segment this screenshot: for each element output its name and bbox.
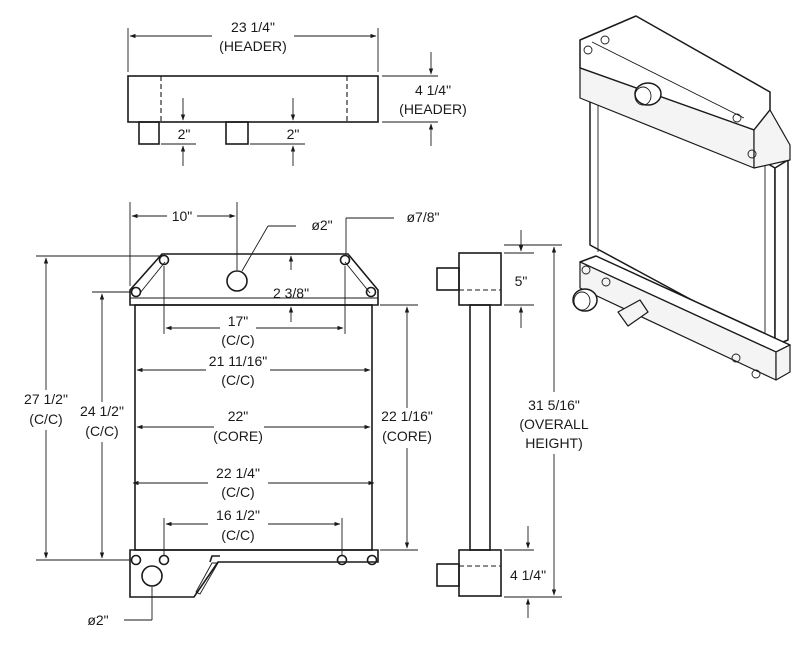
bottom-tank-height: 4 1/4" (510, 567, 546, 583)
iso-bolt (583, 45, 593, 55)
core-height-note: (CORE) (382, 428, 432, 444)
iso-bolt (731, 353, 741, 363)
side-core (469, 304, 491, 551)
bottom-tank-edge (209, 555, 220, 563)
top-slope-height: 2 3/8" (273, 285, 309, 301)
overall-cc-height-note: (C/C) (29, 411, 62, 427)
iso-bolt (600, 35, 610, 45)
bolt-hole (365, 286, 377, 298)
top-tank-height: 5" (515, 273, 528, 289)
iso-bolt (747, 149, 757, 159)
bolt-hole (130, 554, 142, 566)
iso-bolt (732, 113, 742, 123)
right-pipe-offset: 2" (287, 126, 300, 142)
header-pipe-left (138, 121, 160, 145)
bolt-hole (339, 254, 351, 266)
bolt-hole (366, 554, 378, 566)
top-bolt-spacing-value: 17" (228, 313, 249, 329)
header-height-value: 4 1/4" (415, 82, 451, 98)
bolt-hole-diameter: ø7/8" (407, 209, 440, 225)
side-bolt-spacing-note: (C/C) (221, 372, 254, 388)
overall-height-value: 31 5/16" (528, 397, 580, 413)
header-height-note: (HEADER) (399, 101, 467, 117)
leader-line (241, 225, 269, 272)
iso-outlet-pipe-end (573, 291, 591, 311)
top-tank-edge (139, 261, 166, 294)
bolt-hole (130, 286, 142, 298)
bottom-width-note: (C/C) (221, 484, 254, 500)
core-width-note: (CORE) (213, 428, 263, 444)
inner-cc-height-note: (C/C) (85, 423, 118, 439)
bottom-bolt-spacing-note: (C/C) (221, 527, 254, 543)
iso-bottom-bracket (617, 299, 649, 327)
side-view: 5" 31 5/16" (OVERALL HEIGHT) 4 1/4" (436, 230, 598, 618)
iso-outlet-pipe (572, 288, 598, 312)
iso-bolt (751, 369, 761, 379)
inlet-offset: 10" (172, 208, 193, 224)
header-width-note: (HEADER) (219, 38, 287, 54)
iso-inlet-pipe-end (634, 86, 652, 106)
header-outline (127, 75, 379, 123)
inlet-pipe (226, 270, 248, 292)
side-top-pipe (436, 267, 460, 291)
outlet-diameter: ø2" (87, 612, 108, 628)
core-width-value: 22" (228, 408, 249, 424)
bottom-width-value: 22 1/4" (216, 465, 260, 481)
overall-height-line2: (OVERALL (519, 416, 588, 432)
top-tank-edge (344, 261, 371, 294)
bolt-hole (158, 254, 170, 266)
iso-top-tank-side (753, 109, 791, 169)
overall-cc-height-value: 27 1/2" (24, 391, 68, 407)
top-view: 23 1/4" (HEADER) 4 1/4" (HEADER) 2" 2" (127, 19, 467, 166)
iso-inlet-pipe (634, 82, 662, 106)
isometric-view (572, 15, 791, 381)
inner-cc-height-value: 24 1/2" (80, 403, 124, 419)
header-pipe-right (225, 121, 249, 145)
top-bolt-spacing-note: (C/C) (221, 332, 254, 348)
overall-height-line3: HEIGHT) (525, 435, 583, 451)
left-pipe-offset: 2" (178, 126, 191, 142)
iso-top-tank-edge (591, 41, 745, 119)
bolt-hole (158, 554, 170, 566)
side-top-tank (458, 252, 502, 306)
bottom-tank (129, 549, 379, 598)
outlet-pipe (141, 565, 163, 587)
side-bolt-spacing-value: 21 11/16" (209, 353, 267, 369)
side-bottom-pipe (436, 563, 460, 587)
bottom-bolt-spacing-value: 16 1/2" (216, 507, 260, 523)
top-tank (129, 253, 379, 306)
iso-core-side (774, 159, 789, 346)
iso-bottom-tank-side (775, 344, 791, 381)
iso-bolt (601, 277, 611, 287)
header-width-value: 23 1/4" (231, 19, 275, 35)
bolt-hole (336, 554, 348, 566)
front-view: 10" ø2" ø7/8" 2 3/8" 17" (C/C) 21 11/16"… (18, 202, 440, 628)
iso-bolt (581, 265, 591, 275)
bottom-tank-bracket (195, 562, 219, 595)
core-height-value: 22 1/16" (381, 408, 433, 424)
side-bottom-tank (458, 549, 502, 597)
inlet-diameter: ø2" (311, 217, 332, 233)
